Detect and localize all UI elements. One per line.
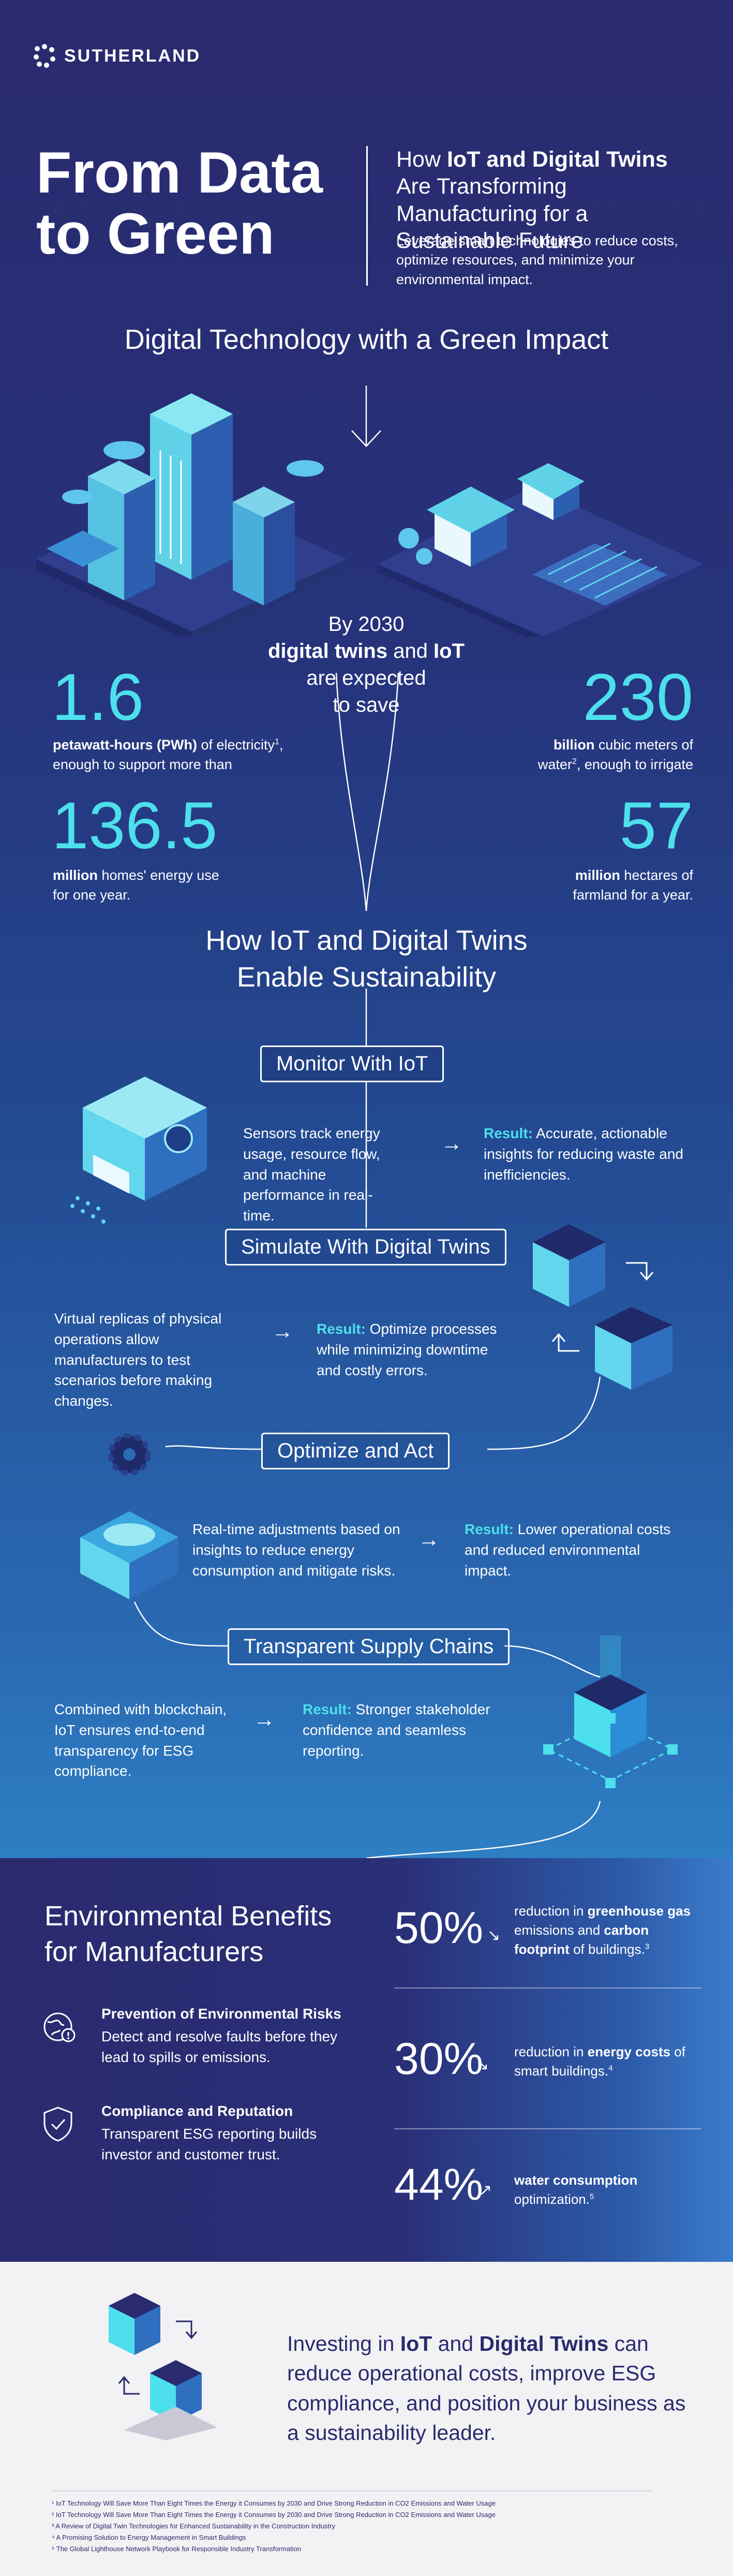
benefit-risk-text: Detect and resolve faults before they le… — [101, 2028, 338, 2065]
hero-description: Leverage smart technologies to reduce co… — [396, 233, 678, 287]
divider — [394, 2128, 701, 2129]
globe-alert-icon — [43, 2012, 76, 2042]
pct-water-text: water consumption optimization.5 — [514, 2172, 638, 2207]
step-monitor-text: Sensors track energy usage, resource flo… — [243, 1125, 380, 1224]
arrow-up-right-icon: ↗ — [479, 2182, 492, 2199]
arrow-right-icon: → — [418, 1527, 440, 1551]
impact-title: Digital Technology with a Green Impact — [124, 324, 609, 355]
hero-title: From Data to Green — [36, 142, 323, 264]
arrow-down-right-icon: ↘ — [487, 1927, 501, 1944]
connector-lines — [0, 0, 733, 1874]
hero-title-line1: From Data — [36, 140, 323, 205]
arrow-right-icon: → — [272, 1319, 293, 1343]
step-simulate-digital-twins: Simulate With Digital Twins — [225, 1229, 506, 1265]
impact-center-text: By 2030 digital twins and IoT are expect… — [267, 613, 465, 716]
footnotes: ¹ IoT Technology Will Save More Than Eig… — [52, 2498, 672, 2555]
benefits-title: Environmental Benefits for Manufacturers — [44, 1901, 332, 1968]
hero-subtitle: How IoT and Digital Twins Are Transformi… — [396, 147, 668, 254]
divider — [394, 1988, 701, 1989]
step-supply-result: Result: Stronger stakeholder confidence … — [303, 1701, 490, 1759]
step-optimize-act: Optimize and Act — [261, 1433, 450, 1469]
enable-title: How IoT and Digital Twins Enable Sustain… — [205, 925, 528, 993]
benefit-compliance-text: Transparent ESG reporting builds investo… — [101, 2126, 317, 2162]
pct-energy-value: 30% — [394, 2034, 484, 2084]
step-optimize-result: Result: Lower operational costs and redu… — [465, 1521, 671, 1579]
pct-ghg-value: 50% — [394, 1903, 484, 1953]
footnote-4: ⁴ A Promising Solution to Energy Managem… — [52, 2534, 246, 2542]
footnote-1: ¹ IoT Technology Will Save More Than Eig… — [52, 2499, 496, 2507]
digital-twin-cubes-illustration — [109, 2293, 217, 2440]
stat-water-value: 230 — [582, 660, 693, 734]
step-optimize-text: Real-time adjustments based on insights … — [192, 1521, 400, 1579]
stat-electricity-desc: petawatt-hours (PWh) of electricity1, en… — [53, 737, 283, 773]
stat-farmland-desc: million hectares of farmland for a year. — [573, 867, 693, 903]
sutherland-logo-icon — [34, 44, 55, 68]
closing-text: Investing in IoT and Digital Twins can r… — [287, 2332, 686, 2445]
arrow-down-right-icon: ↘ — [476, 2056, 489, 2073]
pct-ghg-text: reduction in greenhouse gas emissions an… — [514, 1903, 691, 1957]
stat-homes-desc: million homes' energy use for one year. — [53, 867, 219, 903]
benefits-section — [0, 1858, 733, 2262]
step-simulate-result: Result: Optimize processes while minimiz… — [317, 1321, 497, 1378]
stat-water-desc: billion cubic meters of water2, enough t… — [537, 737, 693, 773]
pct-water-value: 44% — [394, 2160, 484, 2210]
farm-houses-illustration — [378, 463, 704, 637]
stat-electricity-value: 1.6 — [52, 660, 144, 734]
benefit-compliance-title: Compliance and Reputation — [101, 2103, 293, 2119]
blockchain-cube-illustration — [543, 1636, 678, 1788]
step-simulate-text: Virtual replicas of physical operations … — [54, 1311, 222, 1409]
stat-homes-value: 136.5 — [52, 789, 218, 863]
arrow-right-icon: → — [253, 1707, 275, 1731]
step-transparent-supply-chains: Transparent Supply Chains — [228, 1628, 510, 1665]
step-supply-text: Combined with blockchain, IoT ensures en… — [54, 1701, 227, 1779]
digital-twin-cubes-illustration — [533, 1224, 672, 1390]
iot-sensor-device-illustration — [70, 1077, 207, 1224]
arrow-right-icon: → — [441, 1131, 462, 1155]
pct-energy-text: reduction in energy costs of smart build… — [514, 2044, 685, 2079]
footnote-5: ⁵ The Global Lighthouse Network Playbook… — [52, 2545, 302, 2553]
hero-title-line2: to Green — [36, 201, 275, 266]
footnote-2: ² IoT Technology Will Save More Than Eig… — [52, 2511, 496, 2519]
footnote-3: ³ A Review of Digital Twin Technologies … — [52, 2522, 335, 2530]
hero-divider — [366, 146, 368, 286]
step-monitor-iot: Monitor With IoT — [260, 1046, 444, 1082]
shield-check-icon — [43, 2107, 72, 2142]
brand-name: SUTHERLAND — [64, 46, 201, 66]
gear-machine-illustration — [80, 1434, 178, 1599]
stat-farmland-value: 57 — [619, 789, 693, 863]
step-monitor-result: Result: Accurate, actionable insights fo… — [484, 1125, 683, 1183]
benefit-risk-title: Prevention of Environmental Risks — [101, 2006, 341, 2022]
city-buildings-illustration — [36, 393, 347, 637]
brand-logo: SUTHERLAND — [32, 43, 201, 68]
